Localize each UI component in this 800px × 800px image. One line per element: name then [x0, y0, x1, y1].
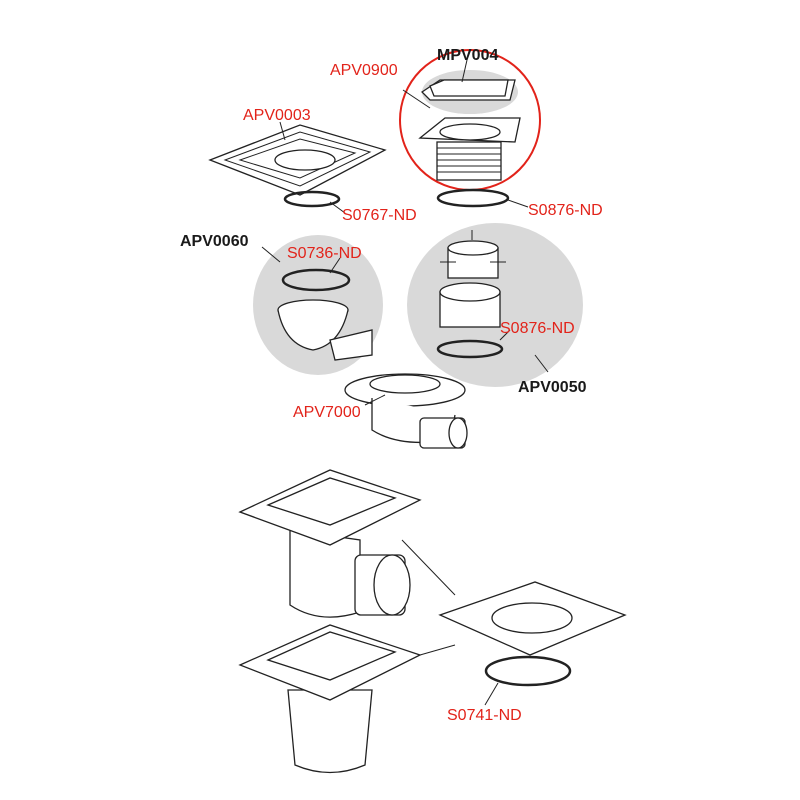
assembled-drain-horizontal — [238, 469, 422, 618]
label-apv7000: APV7000 — [293, 404, 361, 421]
label-apv0900: APV0900 — [330, 62, 398, 79]
s0741-ring — [484, 655, 572, 687]
apv0060-trap — [277, 268, 373, 361]
label-apv0050: APV0050 — [518, 379, 587, 396]
label-apv0003: APV0003 — [243, 107, 311, 124]
label-s0876-mid: S0876-ND — [500, 320, 575, 337]
s0767-ring — [283, 190, 341, 208]
label-s0741: S0741-ND — [447, 707, 522, 724]
replacement-plate — [438, 581, 627, 656]
label-s0736: S0736-ND — [287, 245, 362, 262]
apv7000-body — [344, 373, 468, 449]
label-s0876-top: S0876-ND — [528, 202, 603, 219]
label-apv0060: APV0060 — [180, 233, 249, 250]
label-mpv004: MPV004 — [437, 47, 498, 64]
connector-lines — [401, 539, 456, 656]
leader-lines — [261, 59, 549, 706]
apv0050-trap — [436, 230, 506, 359]
assembled-drain-vertical — [238, 624, 422, 774]
s0876-top-ring — [436, 188, 510, 208]
apv0003-plate — [208, 124, 387, 196]
mpv004-grate — [420, 79, 516, 101]
apv0900-body — [418, 117, 521, 181]
label-s0767: S0767-ND — [342, 207, 417, 224]
